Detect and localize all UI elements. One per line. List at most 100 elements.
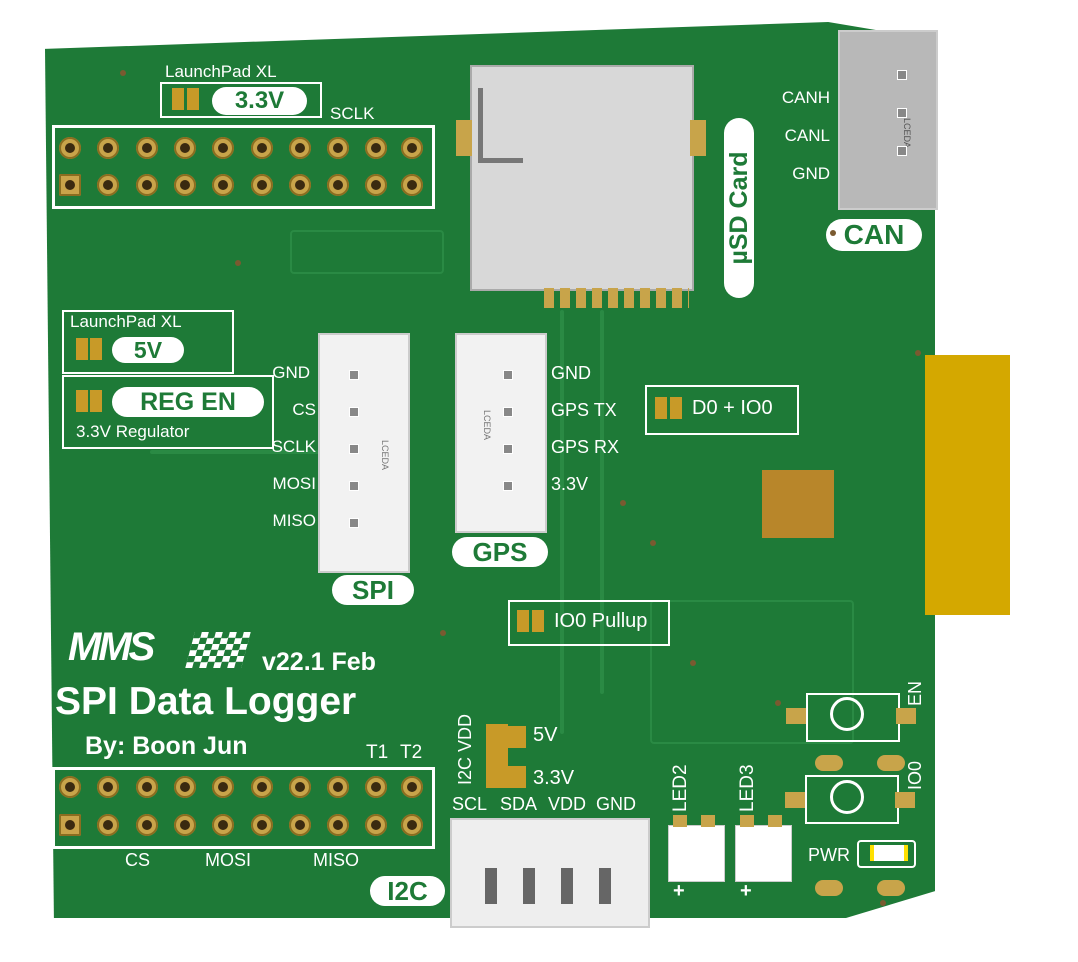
regulator-label: 3.3V Regulator: [76, 422, 190, 441]
button-pad: [785, 792, 805, 808]
sd-label-pill: µSD Card: [724, 118, 754, 298]
header-pin[interactable]: [174, 174, 196, 196]
spi-connector: [318, 333, 410, 573]
button-pad: [877, 755, 905, 771]
jumper-pad[interactable]: [76, 390, 88, 412]
header-pin[interactable]: [59, 137, 81, 159]
jumper-pad[interactable]: [655, 397, 667, 419]
via: [775, 700, 781, 706]
header-pin[interactable]: [327, 776, 349, 798]
jumper-pad[interactable]: [508, 726, 526, 748]
header-pin[interactable]: [401, 174, 423, 196]
header-pin[interactable]: [59, 776, 81, 798]
can-pin: [897, 108, 907, 118]
header-pin[interactable]: [289, 137, 311, 159]
header-pin[interactable]: [365, 174, 387, 196]
spi-pin-label: MOSI: [272, 474, 316, 493]
mosi-label: MOSI: [205, 850, 252, 870]
jumper-pad[interactable]: [532, 610, 544, 632]
jumper-pad[interactable]: [76, 338, 88, 360]
pwr-label: PWR: [808, 845, 850, 865]
d0-io0-jumper-box: [645, 385, 799, 435]
header-pin[interactable]: [401, 814, 423, 836]
gps-connector: [455, 333, 547, 533]
i2c-connector: [450, 818, 650, 928]
author-label: By: Boon Jun: [85, 732, 248, 760]
header-pin[interactable]: [251, 174, 273, 196]
header-pin[interactable]: [289, 174, 311, 196]
jumper-pad[interactable]: [90, 390, 102, 412]
header-pin[interactable]: [327, 174, 349, 196]
led-pad: [768, 815, 782, 827]
jumper-pad[interactable]: [517, 610, 529, 632]
sd-pad: [690, 120, 706, 156]
header-pin[interactable]: [59, 174, 81, 196]
board-title: SPI Data Logger: [55, 680, 357, 723]
button-pad: [896, 708, 916, 724]
via: [120, 70, 126, 76]
gps-pin: [503, 407, 513, 417]
jumper-pad[interactable]: [90, 338, 102, 360]
via: [650, 540, 656, 546]
header-pin[interactable]: [289, 776, 311, 798]
via: [830, 230, 836, 236]
bottom-pin-header: [52, 767, 435, 849]
en-label: EN: [905, 680, 925, 706]
sclk-label: SCLK: [330, 104, 375, 123]
header-pin[interactable]: [251, 814, 273, 836]
header-pin[interactable]: [59, 814, 81, 836]
header-pin[interactable]: [401, 137, 423, 159]
can-pin-label: CANH: [781, 88, 830, 107]
header-pin[interactable]: [97, 814, 119, 836]
header-pin[interactable]: [174, 776, 196, 798]
header-pin[interactable]: [365, 814, 387, 836]
header-pin[interactable]: [289, 814, 311, 836]
via: [440, 630, 446, 636]
top-pin-header: [52, 125, 435, 209]
header-pin[interactable]: [327, 137, 349, 159]
header-pin[interactable]: [136, 137, 158, 159]
header-pin[interactable]: [365, 776, 387, 798]
header-pin[interactable]: [174, 814, 196, 836]
spi-pin-label: GND: [272, 363, 310, 382]
header-pin[interactable]: [136, 814, 158, 836]
spi-connector-marking: LCEDA: [380, 440, 390, 471]
header-pin[interactable]: [212, 174, 234, 196]
header-pin[interactable]: [97, 776, 119, 798]
gps-pin: [503, 370, 513, 380]
i2c-pin: [485, 868, 497, 904]
header-pin[interactable]: [212, 814, 234, 836]
led-pad: [740, 815, 754, 827]
via: [620, 500, 626, 506]
gps-label: GPS: [452, 537, 548, 567]
header-pin[interactable]: [212, 137, 234, 159]
can-pin: [897, 70, 907, 80]
header-pin[interactable]: [365, 137, 387, 159]
header-pin[interactable]: [212, 776, 234, 798]
header-pin[interactable]: [136, 174, 158, 196]
jumper-pad[interactable]: [187, 88, 199, 110]
header-pin[interactable]: [251, 776, 273, 798]
header-pin[interactable]: [97, 174, 119, 196]
header-pin[interactable]: [251, 137, 273, 159]
led-2: [668, 825, 725, 882]
header-pin[interactable]: [327, 814, 349, 836]
via: [235, 260, 241, 266]
header-pin[interactable]: [401, 776, 423, 798]
t1-label: T1: [366, 742, 389, 763]
jumper-pad[interactable]: [172, 88, 184, 110]
led-label: LED2: [670, 764, 691, 812]
jumper-pad[interactable]: [670, 397, 682, 419]
header-pin[interactable]: [174, 137, 196, 159]
can-connector: [838, 30, 938, 210]
reg-en-box: [62, 375, 274, 449]
header-pin[interactable]: [136, 776, 158, 798]
i2c-5v-label: 5V: [533, 724, 558, 746]
i2c-vdd-jumper[interactable]: [486, 724, 508, 788]
button-circle: [830, 697, 864, 731]
jumper-pad[interactable]: [508, 766, 526, 788]
via: [915, 350, 921, 356]
spi-pin-label: CS: [292, 400, 316, 419]
header-pin[interactable]: [97, 137, 119, 159]
i2c-pin: [599, 868, 611, 904]
